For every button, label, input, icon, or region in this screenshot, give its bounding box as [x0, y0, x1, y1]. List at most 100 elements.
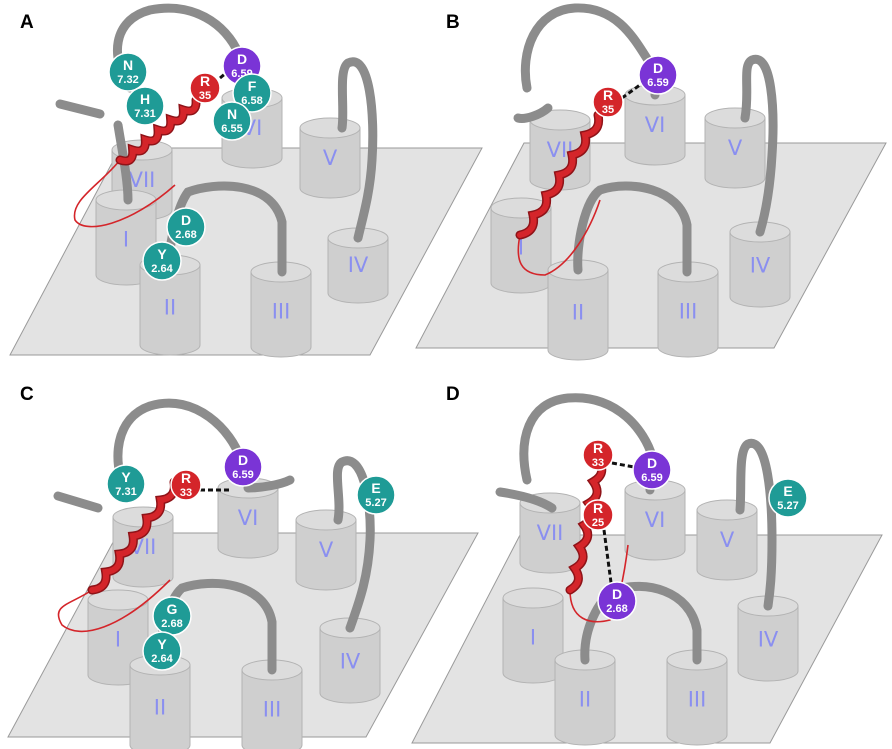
salt-bridge — [621, 80, 645, 100]
membrane-plane — [411, 534, 883, 744]
salt-bridge — [611, 461, 635, 469]
residue-position: 7.32 — [117, 74, 138, 86]
membrane-plane — [415, 142, 887, 349]
helix-label: IV — [340, 649, 361, 673]
helix-cylinder-v: V — [704, 107, 766, 189]
helix-cylinder-ii: II — [554, 649, 616, 746]
receptor-loop — [113, 398, 245, 495]
residue-letter: R — [200, 73, 210, 89]
helix-cylinder-iii: III — [241, 659, 303, 749]
residue-r-25: R25 — [582, 499, 614, 531]
residue-e-5-27: E5.27 — [356, 475, 396, 515]
helix-cylinder-v: V — [299, 117, 361, 199]
peptide-helix — [87, 477, 179, 595]
residue-letter: D — [612, 586, 622, 602]
panel-letter: C — [20, 384, 34, 405]
helix-label: III — [679, 300, 698, 324]
receptor-loop — [243, 475, 295, 493]
residue-position: 2.64 — [151, 263, 173, 275]
residue-position: 5.27 — [365, 497, 386, 509]
helix-label: III — [688, 688, 707, 712]
residue-letter: R — [593, 500, 603, 516]
helix-label: IV — [758, 627, 779, 651]
residue-letter: N — [227, 106, 237, 122]
helix-label: II — [154, 696, 166, 720]
panel-letter: D — [446, 384, 460, 405]
residue-letter: D — [237, 51, 247, 67]
peptide-helix — [565, 455, 607, 595]
helix-label: I — [530, 626, 536, 650]
peptide-tail — [517, 199, 601, 276]
residue-letter: Y — [121, 469, 131, 485]
residue-letter: Y — [157, 246, 167, 262]
residue-letter: H — [140, 91, 150, 107]
residue-letter: Y — [157, 636, 167, 652]
residue-position: 2.68 — [606, 603, 627, 615]
residue-r-35: R35 — [592, 86, 624, 118]
residue-r-33: R33 — [170, 469, 202, 501]
helix-label: III — [263, 698, 282, 722]
receptor-loop — [55, 99, 105, 119]
helix-label: II — [164, 296, 176, 320]
helix-label: VI — [645, 508, 666, 532]
residue-position: 7.31 — [115, 486, 136, 498]
helix-label: I — [518, 236, 524, 260]
peptide-tail — [57, 579, 171, 633]
residue-letter: D — [181, 212, 191, 228]
residue-letter: D — [653, 60, 663, 76]
residue-letter: R — [593, 440, 603, 456]
residue-letter: F — [248, 78, 257, 94]
helix-label: III — [272, 300, 291, 324]
helix-label: IV — [348, 253, 369, 277]
membrane-plane — [9, 147, 483, 356]
helix-cylinder-iv: IV — [729, 221, 791, 308]
receptor-loop — [573, 181, 692, 277]
peptide-helix — [515, 110, 604, 240]
residue-position: 2.68 — [161, 618, 182, 630]
residue-position: 35 — [199, 90, 211, 102]
helix-label: V — [728, 136, 743, 160]
helix-label: VII — [129, 168, 156, 192]
receptor-loop — [519, 393, 657, 485]
residue-y-2-64: Y2.64 — [142, 631, 182, 671]
helix-label: V — [319, 538, 334, 562]
residue-n-6-55: N6.55 — [212, 101, 252, 141]
helix-label: I — [115, 628, 121, 652]
residue-r-35: R35 — [189, 72, 221, 104]
helix-label: II — [572, 301, 584, 325]
residue-position: 33 — [180, 487, 192, 499]
helix-cylinder-v: V — [696, 499, 758, 581]
residue-h-7-31: H7.31 — [125, 86, 165, 126]
helix-label: I — [123, 228, 129, 252]
residue-position: 33 — [592, 457, 604, 469]
residue-position: 6.58 — [241, 95, 262, 107]
helix-cylinder-vii: VII — [519, 492, 581, 574]
residue-d-6-59: D6.59 — [223, 447, 263, 487]
peptide-tail — [73, 159, 176, 228]
residue-e-5-27: E5.27 — [768, 478, 808, 518]
residue-position: 6.59 — [641, 472, 662, 484]
residue-position: 2.68 — [175, 229, 196, 241]
residue-d-6-59: D6.59 — [638, 55, 678, 95]
salt-bridge — [219, 66, 233, 80]
helix-cylinder-ii: II — [547, 259, 609, 361]
helix-label: V — [720, 528, 735, 552]
salt-bridge — [602, 529, 614, 591]
residue-position: 7.31 — [134, 108, 155, 120]
helix-label: VI — [645, 113, 666, 137]
residue-y-7-31: Y7.31 — [106, 464, 146, 504]
panel-letter: A — [20, 12, 34, 33]
helix-label: II — [579, 688, 591, 712]
residue-letter: N — [123, 57, 133, 73]
residue-letter: D — [647, 455, 657, 471]
residue-position: 35 — [602, 104, 614, 116]
helix-cylinder-v: V — [295, 509, 357, 591]
receptor-loop — [53, 491, 103, 513]
helix-cylinder-iv: IV — [737, 595, 799, 682]
panel-letter: B — [446, 12, 460, 33]
helix-cylinder-vi: VI — [624, 479, 686, 561]
